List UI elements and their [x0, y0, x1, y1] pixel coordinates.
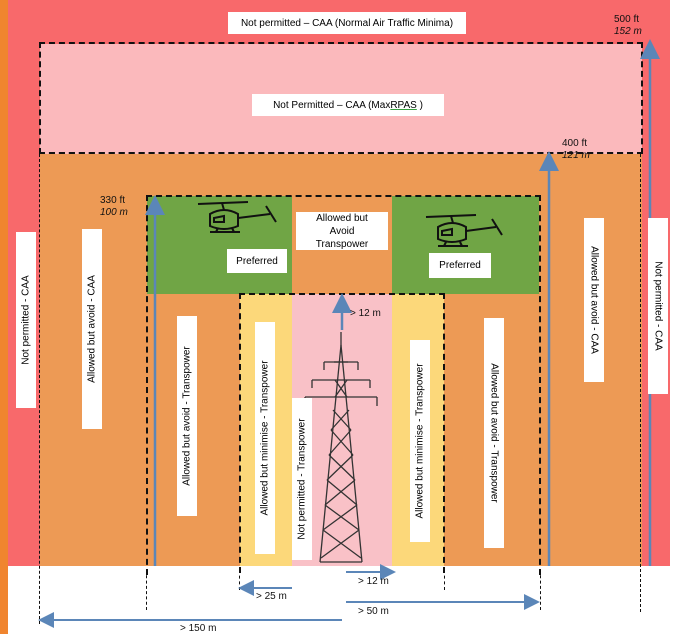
height-330ft-label: 330 ft 100 m	[100, 195, 128, 219]
label-right-minimise-text: Allowed but minimise - Transpower	[414, 363, 426, 519]
label-right-minimise: Allowed but minimise - Transpower	[410, 340, 430, 542]
left-edge-strip	[0, 0, 8, 634]
height-400ft-feet: 400 ft	[562, 138, 588, 149]
label-right-avoid-transpower-text: Allowed but avoid - Transpower	[488, 363, 500, 503]
label-right-avoid-transpower: Allowed but avoid - Transpower	[484, 318, 504, 548]
label-max-rpas-underlined: RPAS	[390, 99, 417, 111]
height-500ft-label: 500 ft 152 m	[614, 14, 642, 38]
height-330ft-meters: 100 m	[100, 207, 128, 218]
height-400ft-meters: 121 m	[562, 150, 590, 161]
label-center-not-permitted: Not permitted - Transpower	[292, 398, 312, 560]
helicopter-icon	[425, 214, 503, 247]
boundary-right-outer	[640, 154, 641, 612]
label-left-minimise: Allowed but minimise - Transpower	[255, 322, 275, 554]
label-left-avoid-caa: Allowed but avoid - CAA	[82, 229, 102, 429]
distance-50m-label: > 50 m	[358, 606, 389, 617]
label-right-outer-text: Not permitted - CAA	[652, 261, 664, 351]
distance-25m-label: > 25 m	[256, 591, 287, 602]
boundary-400ft	[39, 152, 643, 154]
label-right-avoid-caa-text: Allowed but avoid - CAA	[588, 246, 600, 354]
label-max-rpas-suffix: )	[416, 99, 423, 111]
distance-12m-label: > 12 m	[358, 576, 389, 587]
height-500ft-meters: 152 m	[614, 26, 642, 37]
label-max-rpas-prefix: Not Permitted – CAA (Max	[273, 99, 391, 111]
label-left-outer-text: Not permitted - CAA	[20, 275, 32, 365]
label-preferred-right: Preferred	[429, 253, 491, 278]
label-center-top: Allowed but Avoid Transpower	[296, 212, 388, 250]
distance-150m-label: > 150 m	[180, 623, 217, 634]
height-500ft-feet: 500 ft	[614, 14, 640, 25]
label-left-avoid-transpower-text: Allowed but avoid - Transpower	[181, 346, 193, 486]
boundary-330ft	[146, 195, 541, 575]
helicopter-icon	[197, 201, 277, 233]
boundary-left-330-ext	[146, 570, 147, 610]
label-max-rpas: Not Permitted – CAA (Max RPAS )	[252, 94, 444, 116]
boundary-right-min-ext	[444, 570, 445, 590]
label-right-outer: Not permitted - CAA	[648, 218, 668, 394]
label-left-avoid-transpower: Allowed but avoid - Transpower	[177, 316, 197, 516]
label-top-caa: Not permitted – CAA (Normal Air Traffic …	[228, 12, 466, 34]
label-preferred-left: Preferred	[227, 249, 287, 273]
label-left-outer: Not permitted - CAA	[16, 232, 36, 408]
height-330ft-feet: 330 ft	[100, 195, 126, 206]
label-left-avoid-caa-text: Allowed but avoid - CAA	[86, 275, 98, 383]
label-center-not-permitted-text: Not permitted - Transpower	[296, 418, 308, 540]
boundary-right-330-ext	[540, 570, 541, 610]
label-right-avoid-caa: Allowed but avoid - CAA	[584, 218, 604, 382]
boundary-left-outer	[39, 154, 40, 624]
transmission-tower-icon	[304, 332, 378, 563]
height-400ft-label: 400 ft 121 m	[562, 138, 590, 162]
distance-above-tower-label: > 12 m	[350, 308, 381, 319]
label-left-minimise-text: Allowed but minimise - Transpower	[259, 360, 271, 516]
